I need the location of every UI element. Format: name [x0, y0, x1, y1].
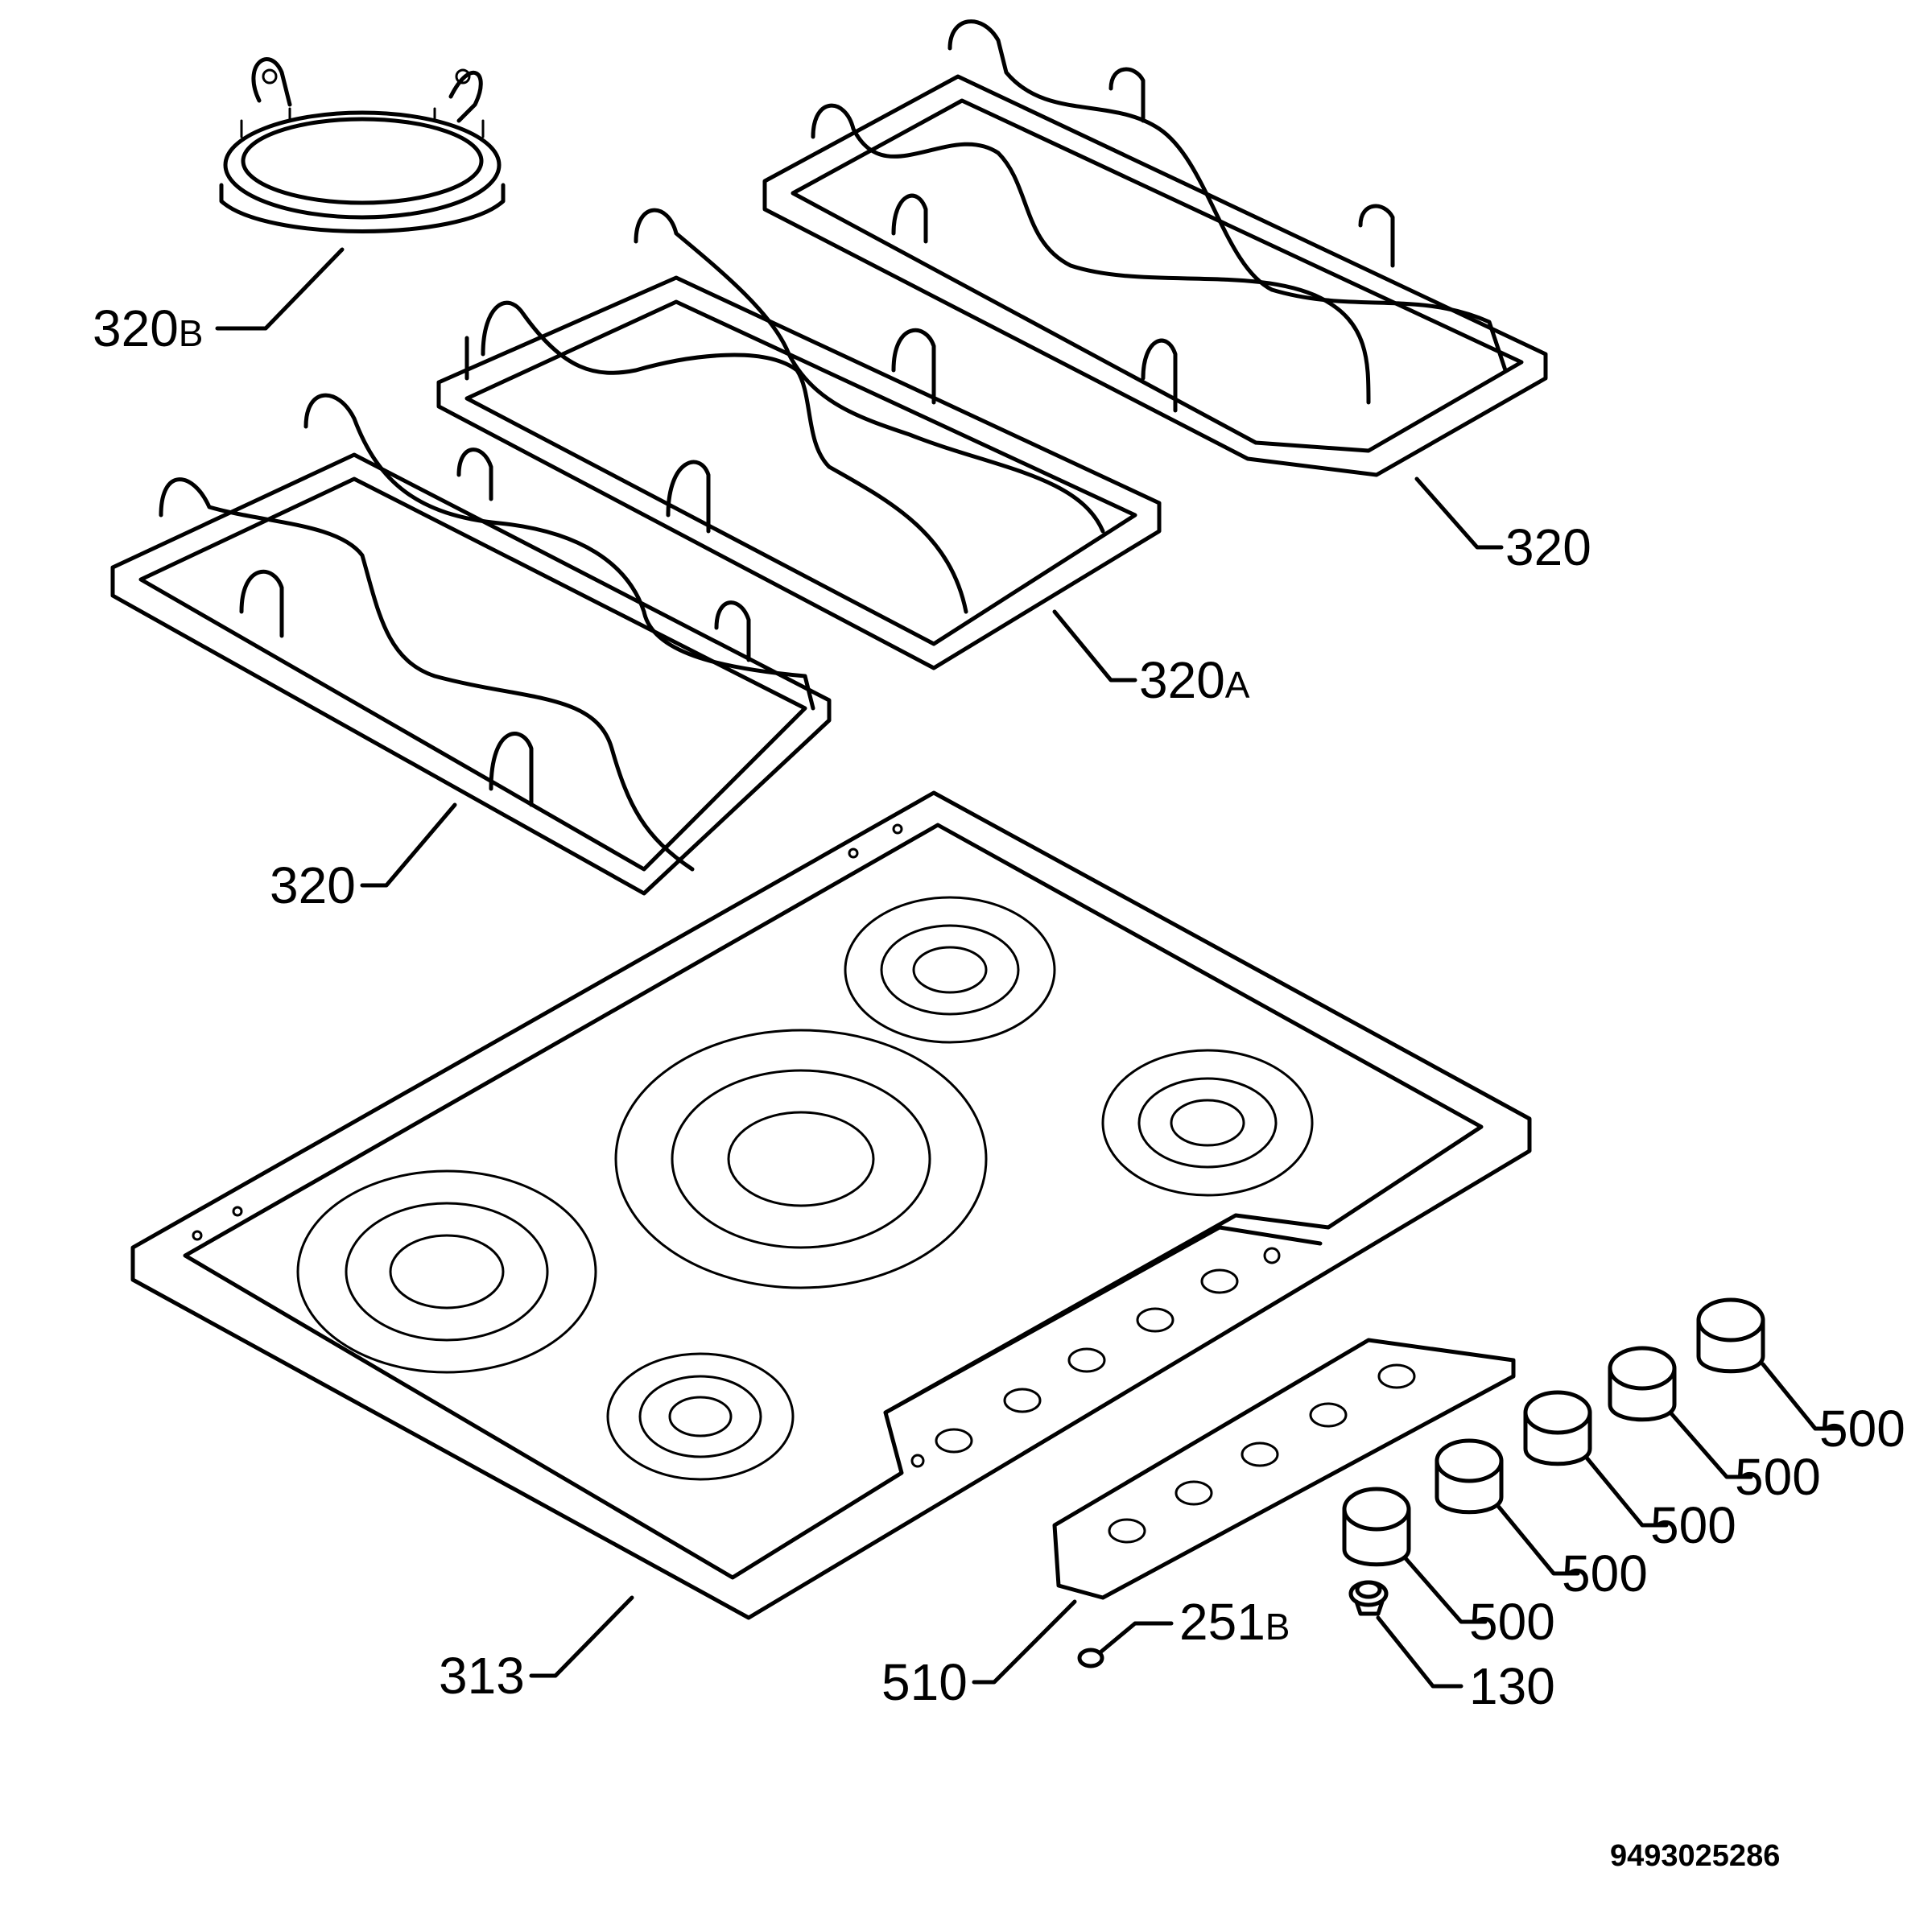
label-313: 313: [439, 1647, 525, 1705]
burner-rear-right: [844, 896, 1056, 1044]
part-251b: [1077, 1648, 1104, 1668]
label-knob-2: 500: [1562, 1545, 1648, 1602]
knob-500-4: [1608, 1346, 1677, 1422]
leader-lines: [215, 247, 1842, 1689]
pan-support-320-top: [762, 19, 1548, 477]
knob-500-2: [1435, 1438, 1504, 1515]
pan-support-320-left: [110, 393, 832, 896]
burner-front: [606, 1352, 795, 1481]
knob-500-5: [1696, 1297, 1765, 1374]
control-panel-510: [1052, 1338, 1516, 1600]
label-251b: 251B: [1179, 1593, 1290, 1651]
label-320-left: 320: [270, 856, 356, 914]
label-510: 510: [881, 1653, 968, 1711]
label-320-top: 320: [1505, 518, 1591, 576]
label-320a: 320A: [1139, 651, 1250, 709]
burner-center-large: [614, 1029, 988, 1289]
part-130: [1348, 1580, 1389, 1616]
knob-500-1: [1342, 1487, 1411, 1567]
burner-left: [296, 1169, 597, 1374]
document-number: 9493025286: [1610, 1839, 1780, 1873]
label-knob-4: 500: [1735, 1448, 1821, 1506]
label-knob-5: 500: [1819, 1400, 1905, 1458]
wok-ring-320b: [219, 57, 506, 233]
knob-500-3: [1523, 1390, 1592, 1466]
label-knob-1: 500: [1469, 1593, 1555, 1651]
label-130: 130: [1469, 1657, 1555, 1715]
label-320b: 320B: [93, 299, 203, 357]
burner-right: [1101, 1049, 1314, 1197]
hob-top-313: [130, 790, 1532, 1620]
label-knob-3: 500: [1650, 1496, 1736, 1554]
callout-labels: 320B 320 320A 320 313 510 251B 500 500 5…: [93, 299, 1905, 1715]
pan-support-320a: [436, 208, 1162, 670]
